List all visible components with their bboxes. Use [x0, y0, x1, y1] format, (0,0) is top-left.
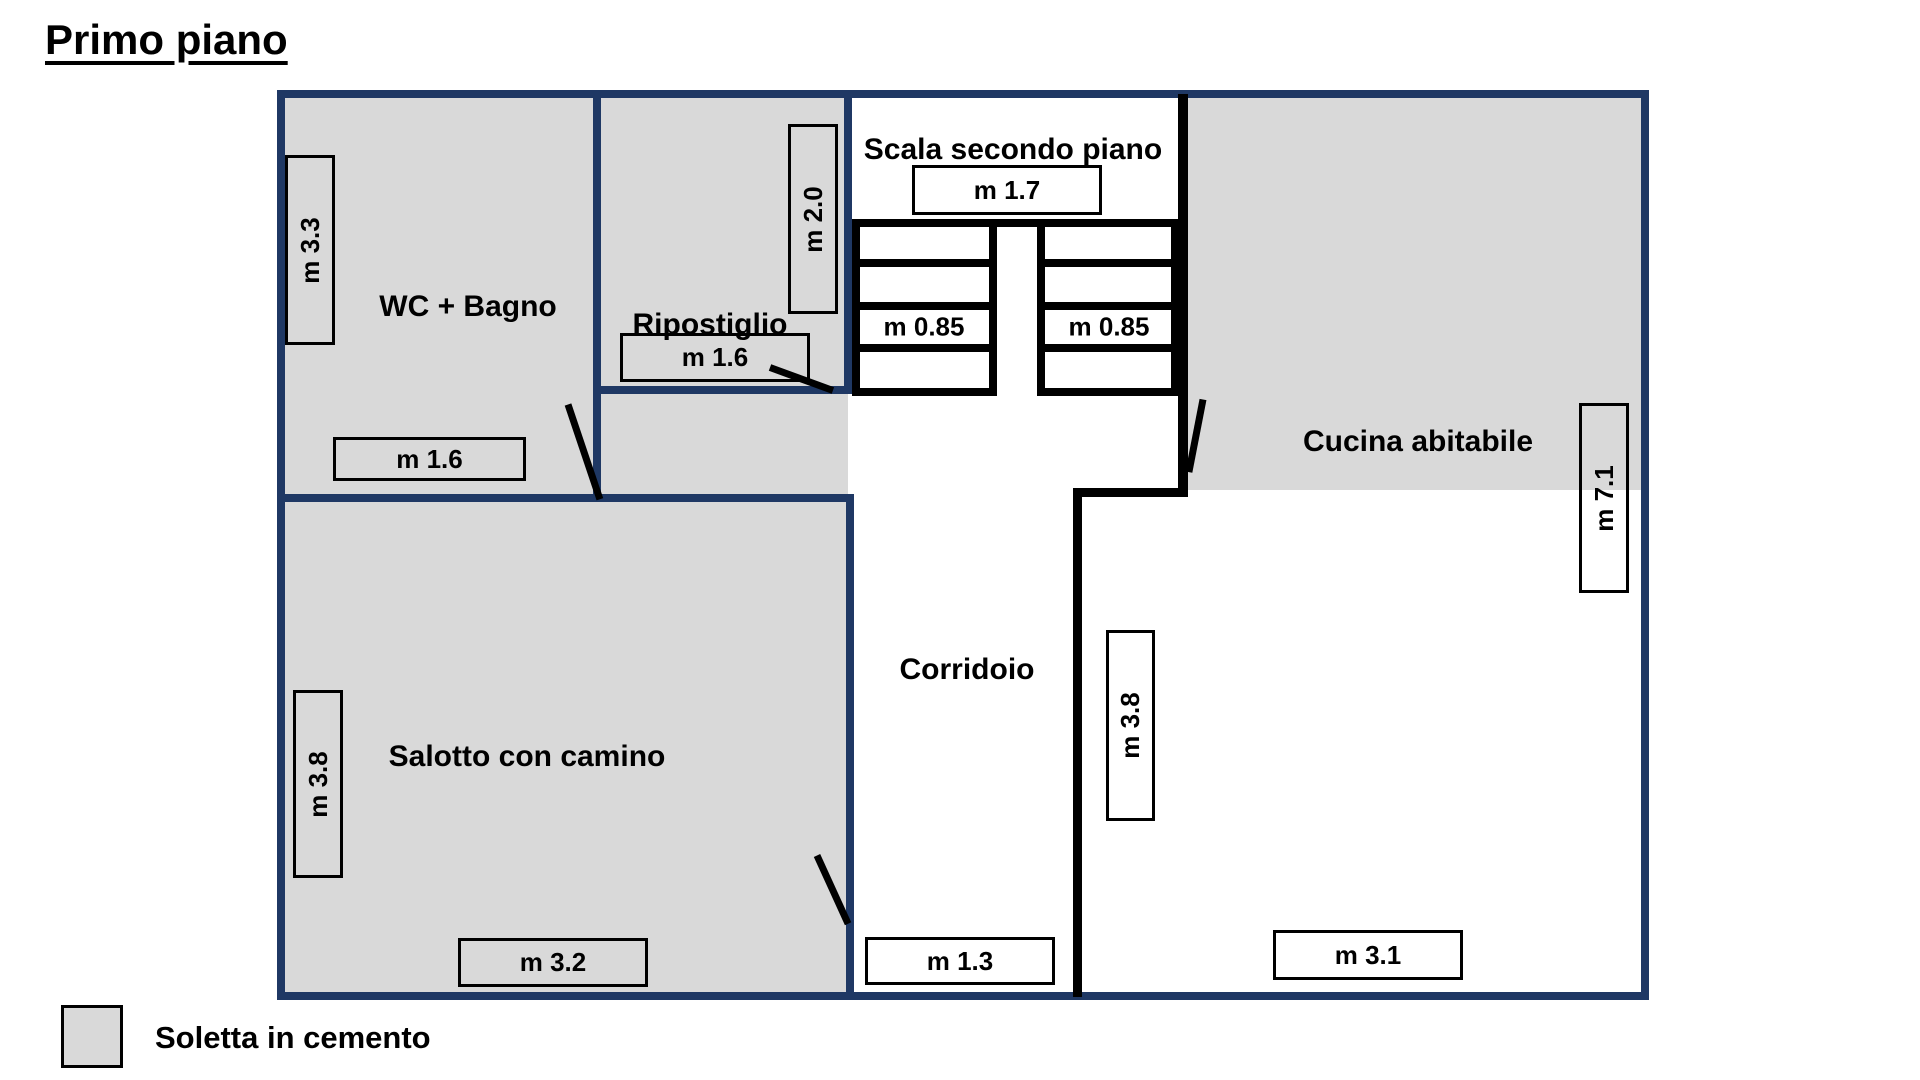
wall-ripostiglio-stairs-divider: [844, 94, 852, 394]
legend-label: Soletta in cemento: [155, 1020, 431, 1055]
dim-box-cucina-depth: m 7.1: [1579, 403, 1629, 593]
slab-fill-wc-ripostiglio: [281, 94, 848, 498]
room-label-corridoio: Corridoio: [899, 653, 1035, 686]
dim-box-wc-bagno-depth: m 3.3: [285, 155, 335, 345]
wall-stairs-east: [1178, 94, 1188, 497]
stairs-left-flight-width-label: m 0.85: [883, 311, 965, 342]
dim-box-scala-width: m 1.7: [912, 165, 1102, 215]
stairs-left-flight-south-edge: [852, 388, 997, 396]
stairs-right-flight-tread: [1037, 259, 1181, 267]
wall-outer-frame: [277, 90, 1649, 1000]
legend-swatch-soletta: [61, 1005, 123, 1068]
stairs-left-flight-tread: [852, 259, 997, 267]
room-label-wc-bagno: WC + Bagno: [379, 290, 557, 323]
wall-ripostiglio-south: [597, 386, 852, 394]
dim-box-corridoio-depth: m 3.8: [1106, 630, 1155, 821]
wall-corridor-shoulder: [1073, 488, 1188, 497]
stairs-right-flight-width-label: m 0.85: [1068, 311, 1150, 342]
room-label-salotto: Salotto con camino: [388, 740, 666, 773]
stairs-landing-edge: [852, 219, 1181, 227]
stairs-left-flight-tread: [852, 302, 997, 310]
room-label-cucina: Cucina abitabile: [1302, 425, 1534, 458]
dim-box-salotto-depth: m 3.8: [293, 690, 343, 878]
slab-fill-salotto: [281, 498, 850, 995]
slab-fill-cucina: [1186, 94, 1645, 490]
stairs-right-flight-tread: [1037, 302, 1181, 310]
dim-box-salotto-width: m 3.2: [458, 938, 648, 987]
wall-corridor-east: [1073, 488, 1082, 997]
stairs-right-flight-tread: [1037, 344, 1181, 352]
wall-salotto-east-corridor-west: [846, 494, 854, 1000]
dim-box-corridoio-width: m 1.3: [865, 937, 1055, 985]
dim-box-wc-bagno-width: m 1.6: [333, 437, 526, 481]
wall-wc-ripostiglio-divider: [593, 94, 601, 498]
page-title: Primo piano: [45, 16, 288, 63]
wall-salotto-north: [281, 494, 854, 502]
stairs-right-flight-south-edge: [1037, 388, 1181, 396]
dim-box-ripostiglio-width: m 1.6: [620, 333, 810, 382]
dim-box-ripostiglio-depth: m 2.0: [788, 124, 838, 314]
room-label-scala: Scala secondo piano: [863, 133, 1163, 166]
stairs-left-flight-tread: [852, 344, 997, 352]
dim-box-stanza-sud-est-width: m 3.1: [1273, 930, 1463, 980]
